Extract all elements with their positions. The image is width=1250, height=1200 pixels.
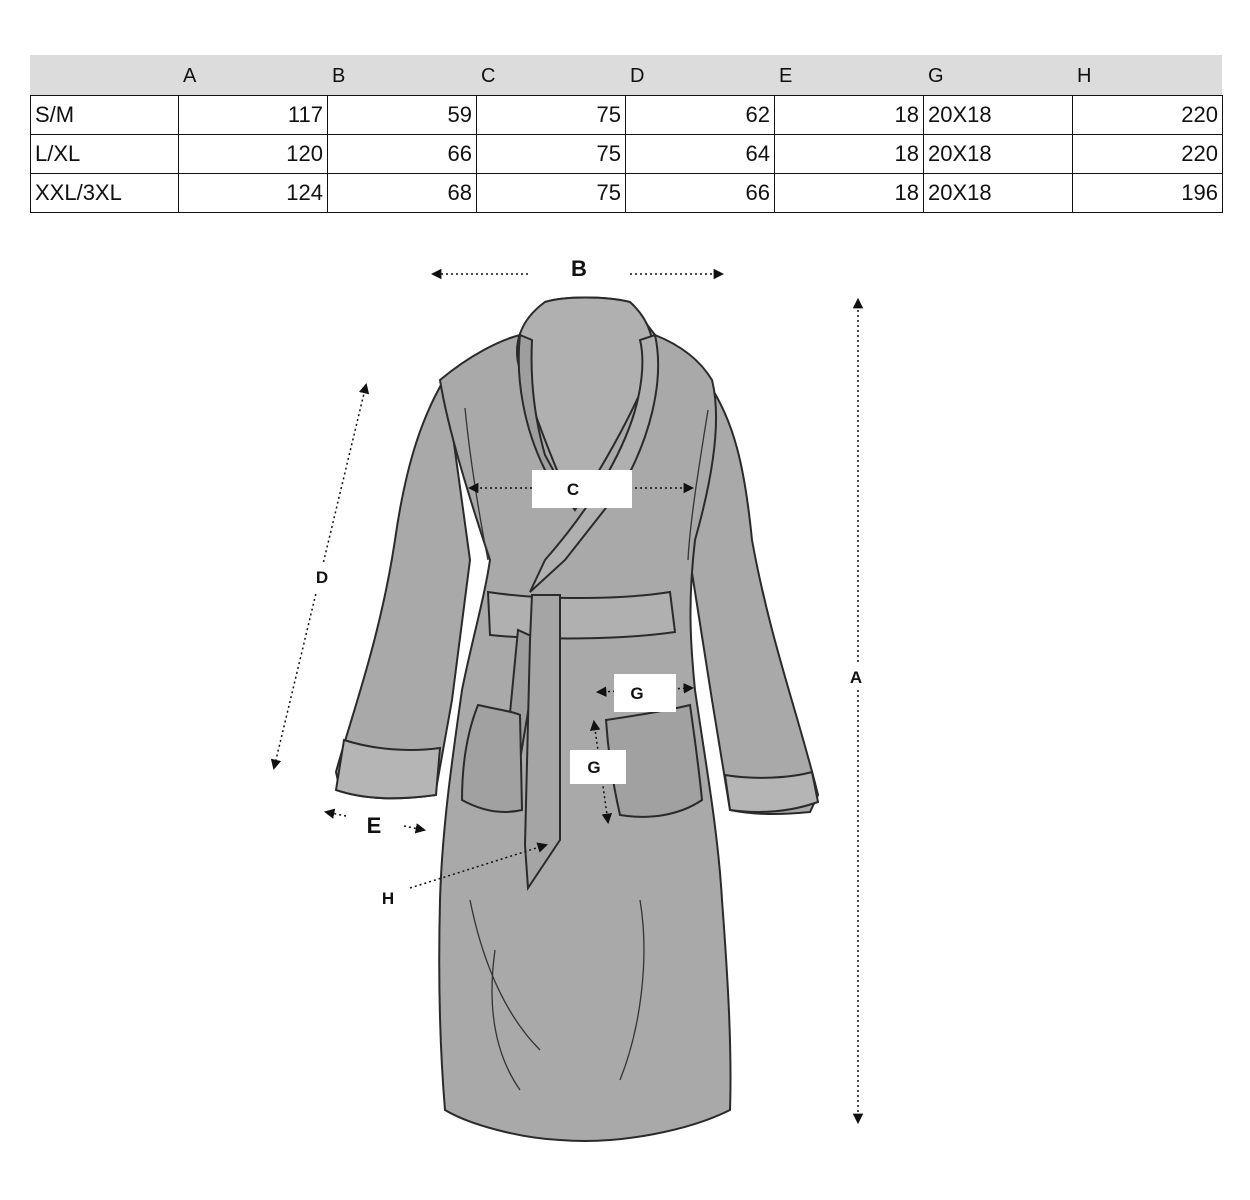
fold-lines xyxy=(464,407,709,1091)
size-label: S/M xyxy=(30,95,179,135)
cell-a: 124 xyxy=(178,173,328,213)
cell-e: 18 xyxy=(774,95,924,135)
column-header-h: H xyxy=(1077,65,1092,87)
right-sleeve xyxy=(688,375,820,816)
column-header-d: D xyxy=(630,65,645,87)
cell-a: 117 xyxy=(178,95,328,135)
size-label: XXL/3XL xyxy=(30,173,179,213)
cell-c: 75 xyxy=(476,134,626,174)
label-c: C xyxy=(567,480,579,499)
column-header-b: B xyxy=(332,65,346,87)
robe-body xyxy=(438,296,732,1142)
column-header-a: A xyxy=(183,65,197,87)
cell-d: 66 xyxy=(625,173,775,213)
label-g-height: G xyxy=(587,758,600,777)
cell-b: 66 xyxy=(327,134,477,174)
cell-e: 18 xyxy=(774,173,924,213)
bathrobe-diagram: A B C D E G G H xyxy=(270,256,870,1142)
cell-h: 220 xyxy=(1072,95,1223,135)
dimension-g-width-line xyxy=(595,683,695,697)
cell-h: 220 xyxy=(1072,134,1223,174)
label-b: B xyxy=(571,256,587,281)
bathrobe-illustration xyxy=(334,296,820,1142)
size-chart: A B C D E G H S/M 117 59 75 62 18 20X18 … xyxy=(30,55,1223,213)
size-label: L/XL xyxy=(30,134,179,174)
belt-tail-right xyxy=(523,594,561,891)
table-row: XXL/3XL 124 68 75 66 18 20X18 196 xyxy=(30,173,1223,213)
cell-d: 62 xyxy=(625,95,775,135)
table-row: S/M 117 59 75 62 18 20X18 220 xyxy=(30,95,1223,135)
dimension-e-right-arrow xyxy=(403,823,427,834)
cell-g: 20X18 xyxy=(923,134,1073,174)
column-header-row: A B C D E G H xyxy=(30,55,1222,95)
cell-b: 68 xyxy=(327,173,477,213)
label-g-width: G xyxy=(630,684,643,703)
left-pocket xyxy=(460,703,524,813)
cell-d: 64 xyxy=(625,134,775,174)
table-row: L/XL 120 66 75 64 18 20X18 220 xyxy=(30,134,1223,174)
column-header-c: C xyxy=(481,65,496,87)
cell-e: 18 xyxy=(774,134,924,174)
right-cuff xyxy=(723,770,820,813)
label-h: H xyxy=(382,889,394,908)
column-header-e: E xyxy=(779,65,793,87)
belt xyxy=(486,590,677,640)
cell-h: 196 xyxy=(1072,173,1223,213)
size-table: S/M 117 59 75 62 18 20X18 220 L/XL 120 6… xyxy=(30,95,1223,213)
dimension-e-left-arrow xyxy=(323,808,347,819)
left-sleeve xyxy=(334,375,472,800)
right-lapel xyxy=(529,333,660,593)
cell-a: 120 xyxy=(178,134,328,174)
cell-c: 75 xyxy=(476,95,626,135)
column-header-g: G xyxy=(928,65,944,87)
dimension-h-pointer xyxy=(409,842,549,889)
left-cuff xyxy=(334,738,442,800)
label-a: A xyxy=(850,668,862,687)
cell-g: 20X18 xyxy=(923,95,1073,135)
cell-b: 59 xyxy=(327,95,477,135)
label-d: D xyxy=(316,568,328,587)
cell-c: 75 xyxy=(476,173,626,213)
left-lapel xyxy=(517,333,576,511)
cell-g: 20X18 xyxy=(923,173,1073,213)
label-e: E xyxy=(367,813,382,838)
